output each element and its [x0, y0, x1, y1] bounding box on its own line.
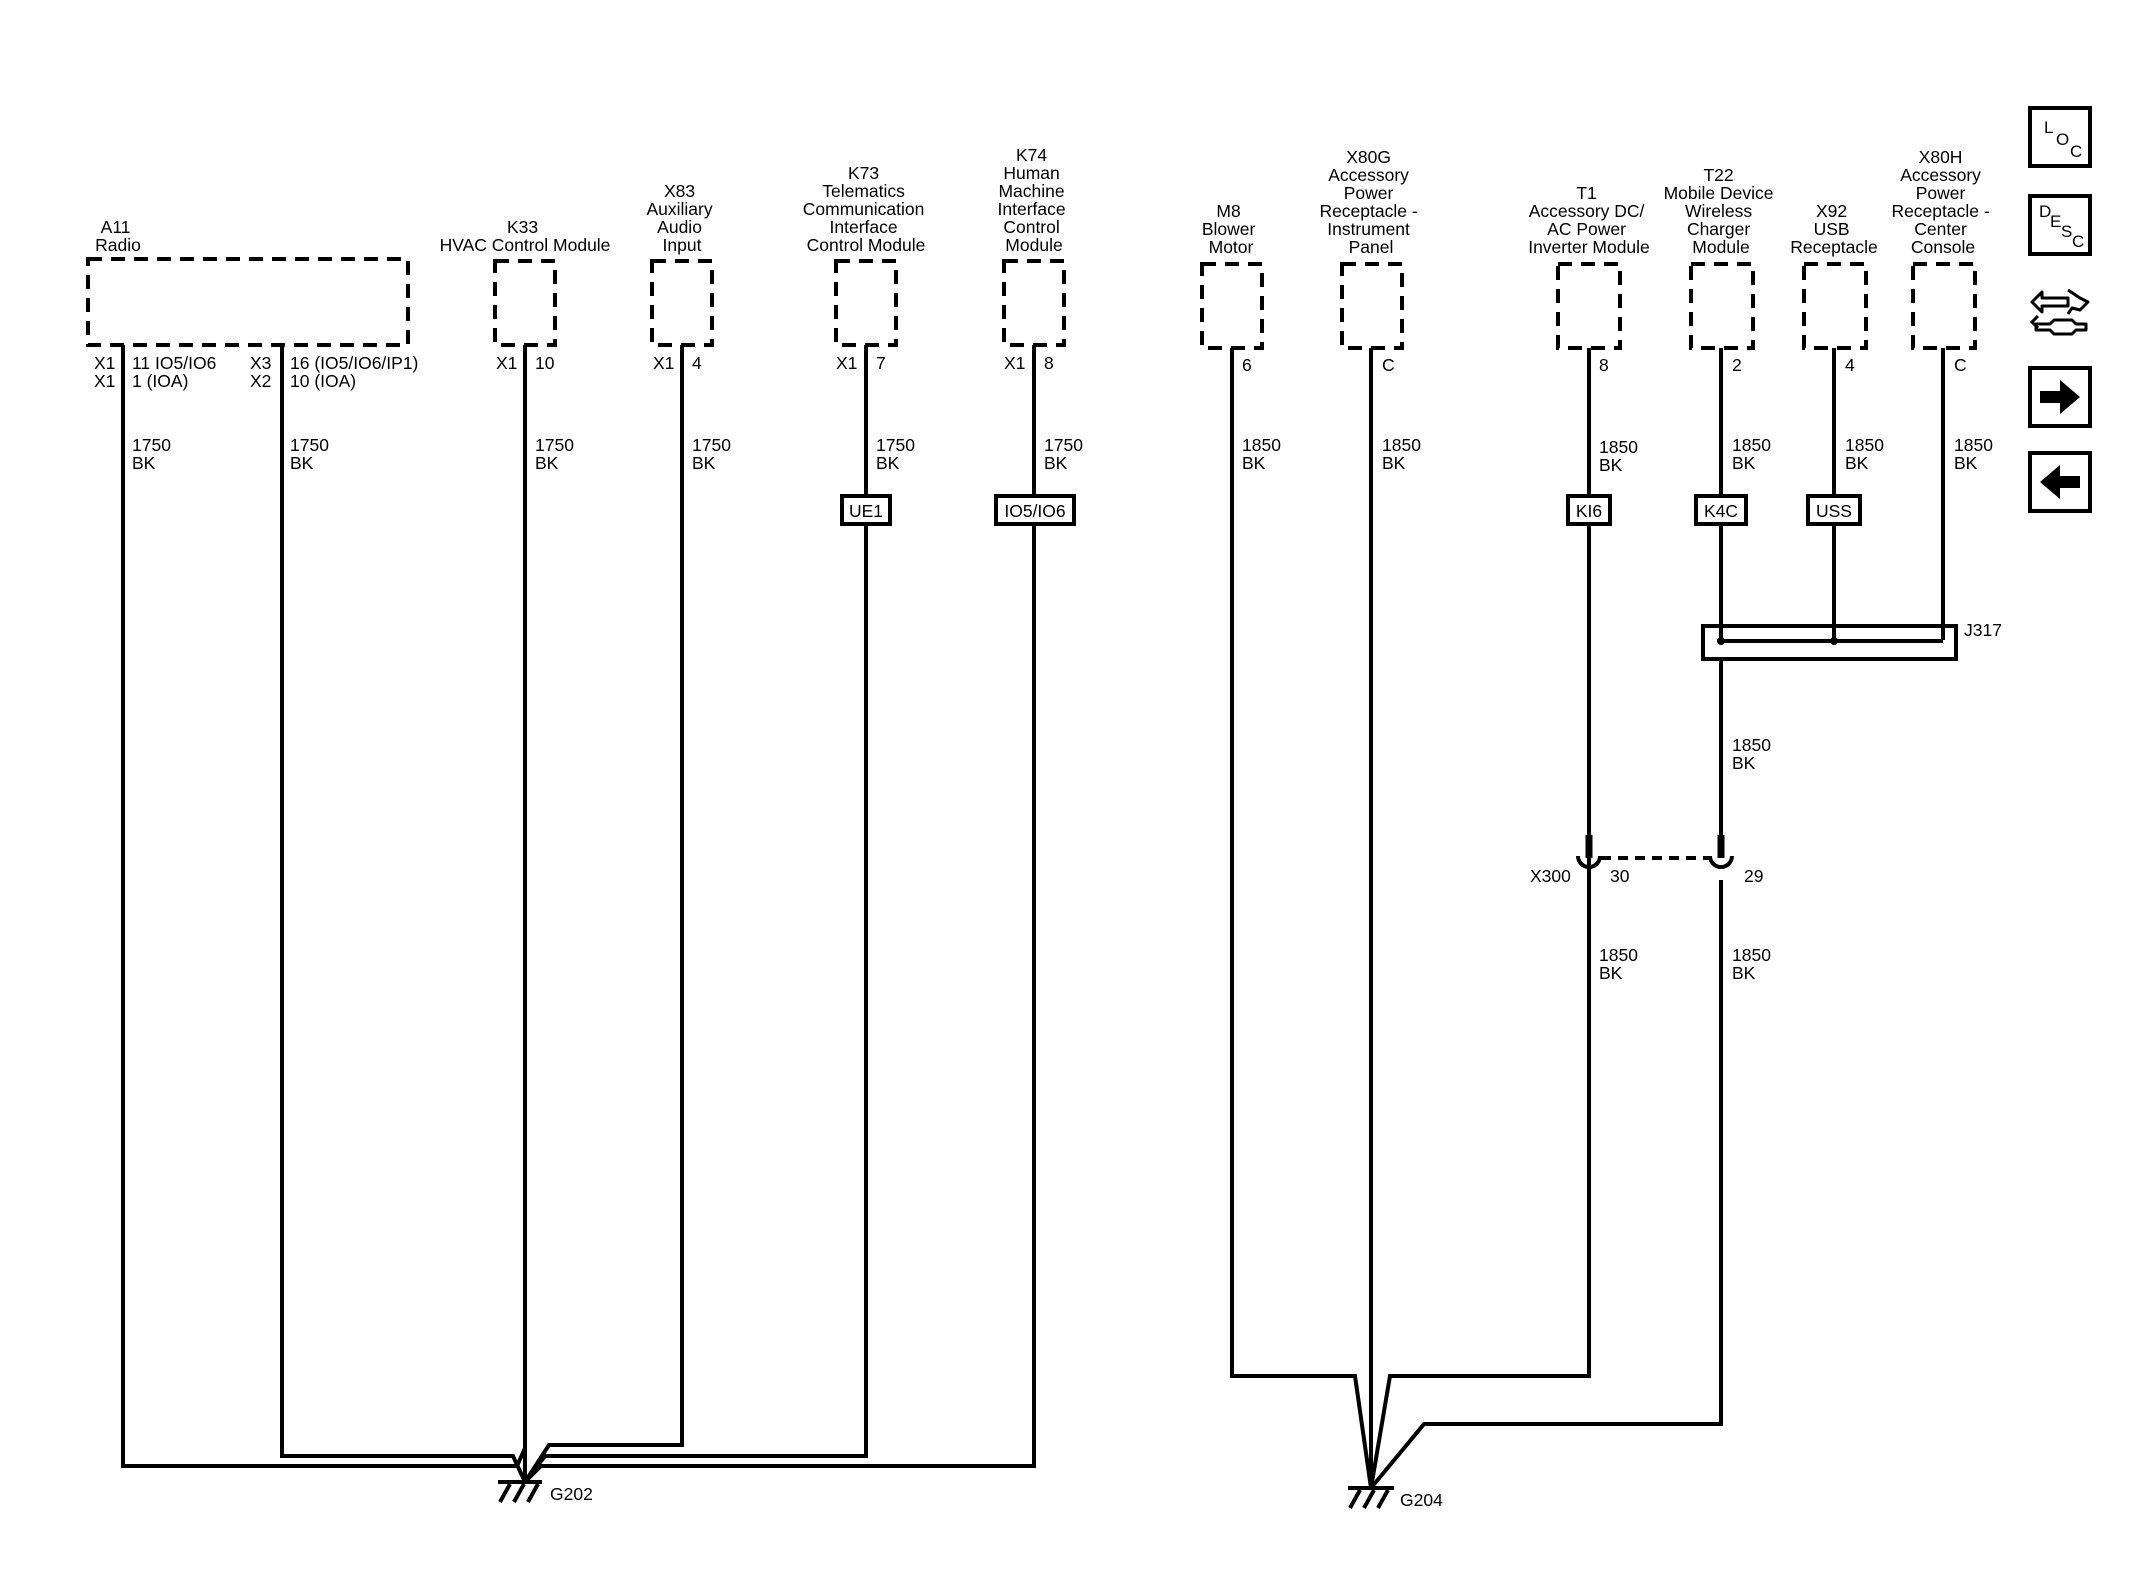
splice-j317	[1701, 624, 1958, 661]
connector-end-view-button[interactable]	[2028, 280, 2092, 342]
option-tag-k4c-box	[1694, 494, 1748, 526]
splice-label-j317: J317	[1964, 620, 2002, 640]
desc-letter-c: C	[2072, 232, 2085, 251]
ground-label-g204: G204	[1400, 1490, 1443, 1510]
component-box-x80h	[1911, 262, 1977, 350]
pin-label-x83: X1 4	[653, 353, 702, 373]
component-box-x80g	[1340, 262, 1404, 350]
pin-label-x92: 4	[1845, 355, 1855, 375]
inline-connector-x300-pin30-label: 30	[1610, 866, 1630, 886]
component-box-m8	[1200, 262, 1264, 350]
component-label-k74: K74 Human Machine Interface Control Modu…	[998, 145, 1071, 255]
desc-letter-e: E	[2050, 212, 2062, 231]
location-button[interactable]: L O C	[2028, 106, 2092, 168]
inline-connector-x300-pin29-label: 29	[1744, 866, 1763, 886]
component-box-x92	[1802, 262, 1868, 350]
component-label-m8: M8 Blower Motor	[1202, 201, 1260, 257]
connector-end-view-icon	[2029, 288, 2090, 336]
component-box-a11	[86, 257, 410, 347]
component-label-k73: K73 Telematics Communication Interface C…	[803, 163, 929, 255]
pin-label-t1: 8	[1599, 355, 1609, 375]
inline-connector-x300-pin29	[1708, 855, 1734, 869]
option-tag-io5-io6-box	[994, 494, 1076, 526]
next-page-arrow-icon	[2040, 380, 2080, 414]
component-label-x80h: X80H Accessory Power Receptacle - Center…	[1891, 147, 1994, 257]
option-tag-uss: USS	[1816, 501, 1852, 521]
pin-label-k74: X1 8	[1004, 353, 1054, 373]
pin-label-a11-left: X1 X1 11 IO5/IO6 1 (IOA)	[94, 353, 221, 391]
wire-a11-1	[121, 345, 527, 1468]
desc-letter-s: S	[2061, 222, 2073, 241]
inline-connector-x300-label: X300	[1530, 866, 1571, 886]
pin-label-x80g: C	[1382, 355, 1395, 375]
option-tag-ue1: UE1	[849, 501, 883, 521]
option-tag-ki6: KI6	[1576, 501, 1602, 521]
component-box-t1	[1556, 262, 1622, 350]
component-box-x83	[650, 259, 714, 347]
previous-page-button[interactable]	[2028, 451, 2092, 513]
wire-a11-2	[280, 345, 527, 1483]
option-tag-k4c: K4C	[1704, 501, 1738, 521]
component-box-k74	[1002, 259, 1066, 347]
option-tag-ki6-box	[1566, 494, 1612, 526]
pin-label-t22: 2	[1732, 355, 1742, 375]
component-label-x92: X92 USB Receptacle	[1790, 201, 1878, 257]
wire-t1-lower	[1369, 348, 1591, 1489]
pin-label-x80h: C	[1954, 355, 1967, 375]
component-box-t22	[1689, 262, 1755, 350]
option-tag-ue1-box	[840, 494, 892, 526]
loc-letter-c: C	[2070, 142, 2083, 161]
previous-page-arrow-icon	[2040, 465, 2080, 499]
pin-label-a11-right: X3 X2 16 (IO5/IO6/IP1) 10 (IOA)	[250, 353, 423, 391]
component-label-x80g: X80G Accessory Power Receptacle - Instru…	[1319, 147, 1422, 257]
description-button[interactable]: D E S C	[2028, 194, 2092, 256]
splice-node-x92	[1830, 637, 1838, 645]
wire-x83	[523, 345, 684, 1484]
component-box-k73	[834, 259, 898, 347]
ground-symbol-g204	[1348, 1486, 1394, 1509]
desc-letter-d: D	[2039, 202, 2052, 221]
wire-k74	[523, 345, 1036, 1484]
next-page-button[interactable]	[2028, 366, 2092, 428]
loc-letter-o: O	[2056, 130, 2070, 149]
splice-node-t22	[1717, 637, 1725, 645]
inline-connector-x300-pin30	[1576, 855, 1602, 869]
wire-k73	[523, 345, 868, 1484]
pin-label-k73: X1 7	[836, 353, 886, 373]
ground-label-g202: G202	[550, 1484, 593, 1504]
component-label-x83: X83 Auxiliary Audio Input	[646, 181, 717, 255]
component-label-k33: K33 HVAC Control Module	[440, 217, 611, 255]
component-label-t1: T1 Accessory DC/ AC Power Inverter Modul…	[1528, 183, 1650, 257]
wire-t22-lower	[1369, 880, 1723, 1490]
ground-symbol-g202	[498, 1480, 542, 1503]
option-tag-io5-io6: IO5/IO6	[1004, 501, 1065, 521]
pin-label-m8: 6	[1242, 355, 1252, 375]
option-tag-uss-box	[1806, 494, 1862, 526]
wire-m8	[1230, 348, 1373, 1489]
component-box-k33	[493, 259, 557, 347]
component-label-t22: T22 Mobile Device Wireless Charger Modul…	[1664, 165, 1779, 257]
component-label-a11: A11 Radio	[95, 217, 141, 255]
loc-letter-l: L	[2044, 118, 2054, 137]
pin-label-k33: X1 10	[496, 353, 555, 373]
